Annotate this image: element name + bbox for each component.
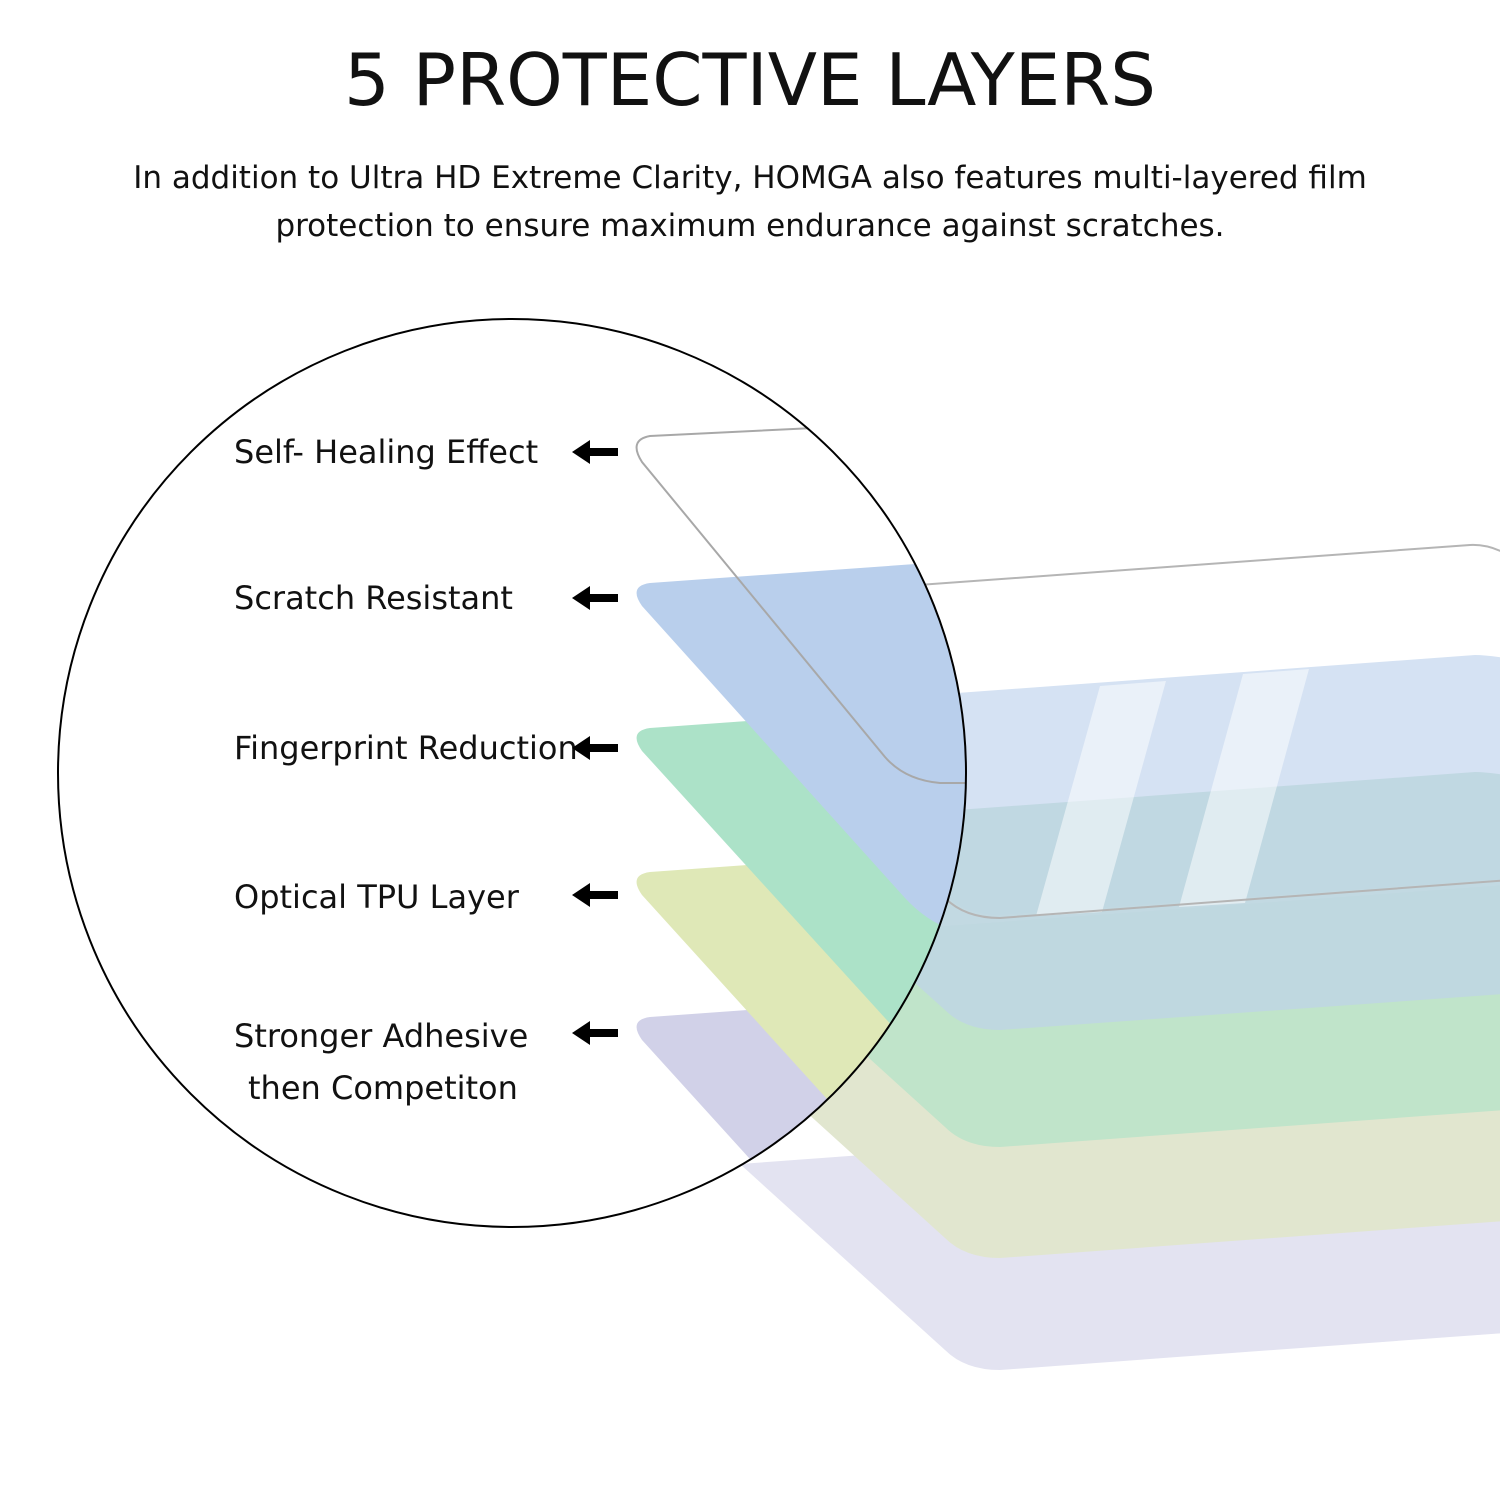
arrow-left-icon [572,883,618,907]
layer-label-self-healing: Self- Healing Effect [234,433,539,471]
inner-layer-scratch [636,558,966,935]
layer-label-fingerprint-reduction: Fingerprint Reduction [234,729,578,767]
arrow-left-icon [572,440,618,464]
arrow-left-icon [572,586,618,610]
subtitle: In addition to Ultra HD Extreme Clarity,… [133,160,1367,244]
layer-label-adhesive-line2: then Competiton [248,1069,518,1107]
glare-stripe [1036,681,1166,916]
arrow-left-icon [572,1021,618,1045]
layer-label-scratch-resistant: Scratch Resistant [234,579,513,617]
inner-layer-self-healing [635,418,966,784]
arrow-left-icon [572,736,618,760]
magnifier-circle [57,318,967,1228]
glare-stripe [1179,669,1309,907]
page-title: 5 PROTECTIVE LAYERS [343,38,1157,122]
layer-label-adhesive-line1: Stronger Adhesive [234,1017,529,1055]
layer-label-optical-tpu: Optical TPU Layer [234,878,519,916]
